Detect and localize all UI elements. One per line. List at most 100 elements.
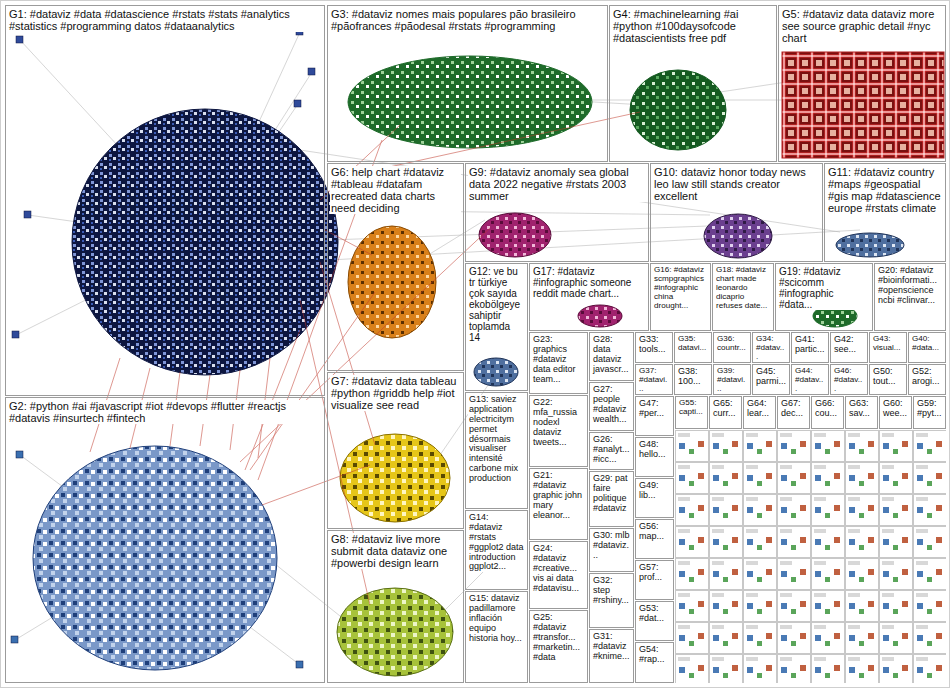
group-panel: G15: dataviz padillamore inflación equip…	[465, 591, 528, 683]
group-panel: G10: dataviz honor today news leo law st…	[650, 163, 823, 262]
group-label: G56: map...	[638, 522, 671, 542]
group-label: G2: #python #ai #javascript #iot #devops…	[8, 400, 322, 424]
group-panel: G9: #dataviz anomaly sea global data 202…	[465, 163, 649, 262]
group-label: G65: curr...	[712, 399, 739, 419]
group-label: G42: see...	[833, 335, 865, 355]
group-label: G33: tools...	[638, 335, 670, 355]
group-panel: G1: #dataviz #data #datascience #rstats …	[5, 5, 325, 396]
group-panel: G6: help chart #dataviz #tableau #datafa…	[327, 163, 464, 371]
group-label: G38: 100...	[677, 367, 709, 387]
group-label: G1: #dataviz #data #datascience #rstats …	[8, 8, 322, 32]
group-label: G6: help chart #dataviz #tableau #datafa…	[330, 166, 461, 214]
group-label: G45: parmi...	[755, 367, 787, 387]
group-label: G15: dataviz padillamore inflación equip…	[468, 594, 525, 643]
group-panel: G2: #python #ai #javascript #iot #devops…	[5, 397, 325, 683]
group-panel: G17: #dataviz #infographic someone reddi…	[529, 263, 649, 331]
group-panel: G29: pat faire politique #dataviz	[589, 471, 634, 527]
group-panel: G60: wee...	[879, 396, 912, 429]
group-label: G40: #data...	[911, 335, 943, 353]
group-panel: G5: #dataviz data dataviz more see sourc…	[778, 5, 946, 162]
group-panel: G36: countr...	[713, 332, 751, 363]
group-label: G14: #dataviz #rstats #ggplot2 data intr…	[468, 513, 525, 572]
group-label: G52: arogi...	[911, 367, 943, 387]
group-panel: G11: #dataviz country #maps #geospatial …	[824, 163, 946, 262]
group-panel: G39: #datavi...	[713, 364, 751, 395]
group-panel: G59: #pyt...	[913, 396, 946, 429]
group-label: G43: visual...	[872, 335, 904, 353]
group-panel: G37: #datavi...	[635, 364, 673, 395]
group-panel: G13: saviez application electricitym per…	[465, 392, 528, 509]
group-label: G18: #dataviz chart made leonardo dicapr…	[715, 266, 771, 310]
group-label: G41: partic...	[794, 335, 826, 355]
group-label: G47: #per...	[638, 399, 671, 419]
group-label: G48: hello...	[638, 440, 671, 460]
group-panel: G44: #datav...	[791, 364, 829, 395]
group-label: G17: #dataviz #infographic someone reddi…	[532, 266, 646, 299]
group-label: G59: #pyt...	[916, 399, 943, 419]
group-panel: G30: mlb #dataviz...	[589, 528, 634, 572]
group-label: G13: saviez application electricitym per…	[468, 395, 525, 484]
group-panel: G16: #dataviz scmpgraphics #infographic …	[650, 263, 711, 331]
group-label: G31: #dataviz #knime...	[592, 632, 631, 662]
group-label: G37: #datavi...	[638, 367, 670, 394]
group-panel: G65: curr...	[709, 396, 742, 429]
group-panel: G50: tout...	[869, 364, 907, 395]
group-label: G8: #dataviz live more submit data datav…	[330, 533, 461, 569]
group-panel: G53: #dat...	[635, 601, 674, 641]
group-label: G39: #datavi...	[716, 367, 748, 394]
group-label: G23: graphics #dataviz data editor team.…	[532, 335, 585, 384]
group-label: G21: #dataviz graphic john mary eleanor.…	[532, 471, 585, 520]
group-panel: G3: #dataviz nomes mais populares pão br…	[327, 5, 608, 162]
group-panel: G66: cou...	[811, 396, 844, 429]
group-panel: G49: lib...	[635, 478, 674, 518]
group-panel: G64: lear...	[743, 396, 776, 429]
group-label: G10: dataviz honor today news leo law st…	[653, 166, 820, 202]
group-panel: G43: visual...	[869, 332, 907, 363]
group-panel: G34: #datav...	[752, 332, 790, 363]
group-panel: G63: sav...	[845, 396, 878, 429]
group-panel: G38: 100...	[674, 364, 712, 395]
group-label: G34: #datav...	[755, 335, 787, 362]
group-panel: G35: datavi...	[674, 332, 712, 363]
group-label: G3: #dataviz nomes mais populares pão br…	[330, 8, 605, 32]
group-panel: G21: #dataviz graphic john mary eleanor.…	[529, 468, 588, 540]
group-label: G32: step #rshiny...	[592, 576, 631, 606]
group-label: G49: lib...	[638, 481, 671, 501]
group-panel: G67: dec...	[777, 396, 810, 429]
group-label: G55: capti...	[678, 399, 705, 417]
group-panel: G41: partic...	[791, 332, 829, 363]
group-panel: G22: mfa_russia nodexl dataviz tweets...	[529, 395, 588, 467]
group-label: G46: #datav...	[833, 367, 865, 394]
group-panel: G26: #analyt... #icc...	[589, 432, 634, 470]
group-label: G66: cou...	[814, 399, 841, 419]
group-panel: G55: capti...	[675, 396, 708, 429]
group-panel: G28: data dataviz javascr...	[589, 332, 634, 381]
group-label: G25: #dataviz #transfor... #marketin... …	[532, 613, 585, 662]
group-label: G29: pat faire politique #dataviz	[592, 474, 631, 514]
group-label: G5: #dataviz data dataviz more see sourc…	[781, 8, 943, 44]
group-label: G30: mlb #dataviz...	[592, 531, 631, 561]
group-label: G53: #dat...	[638, 604, 671, 624]
group-panel: G33: tools...	[635, 332, 673, 363]
group-label: G22: mfa_russia nodexl dataviz tweets...	[532, 398, 585, 447]
group-label: G16: #dataviz scmpgraphics #infographic …	[653, 266, 708, 310]
group-label: G60: wee...	[882, 399, 909, 419]
group-label: G11: #dataviz country #maps #geospatial …	[827, 166, 943, 214]
group-label: G27: people #dataviz wealth...	[592, 385, 631, 425]
group-label: G64: lear...	[746, 399, 773, 419]
group-panel: G18: #dataviz chart made leonardo dicapr…	[712, 263, 774, 331]
group-label: G36: countr...	[716, 335, 748, 353]
group-panel: G54: #rap...	[635, 642, 674, 683]
group-panel: G19: #dataviz #scicomm #infographic #dat…	[775, 263, 873, 331]
group-label: G24: #dataviz #creative... vis ai data #…	[532, 544, 585, 593]
group-panel: G7: #dataviz data tableau #python #gridd…	[327, 372, 464, 529]
group-panel: G20: #dataviz #bioinformati... #openscie…	[874, 263, 946, 331]
group-label: G50: tout...	[872, 367, 904, 387]
group-panel: G52: arogi...	[908, 364, 946, 395]
group-label: G12: ve bu tr türkiye çok sayıda ekobölg…	[468, 266, 525, 343]
group-label: G9: #dataviz anomaly sea global data 202…	[468, 166, 646, 202]
group-panel: G8: #dataviz live more submit data datav…	[327, 530, 464, 683]
group-panel: G40: #data...	[908, 332, 946, 363]
group-panel: G27: people #dataviz wealth...	[589, 382, 634, 431]
group-label: G7: #dataviz data tableau #python #gridd…	[330, 375, 461, 411]
